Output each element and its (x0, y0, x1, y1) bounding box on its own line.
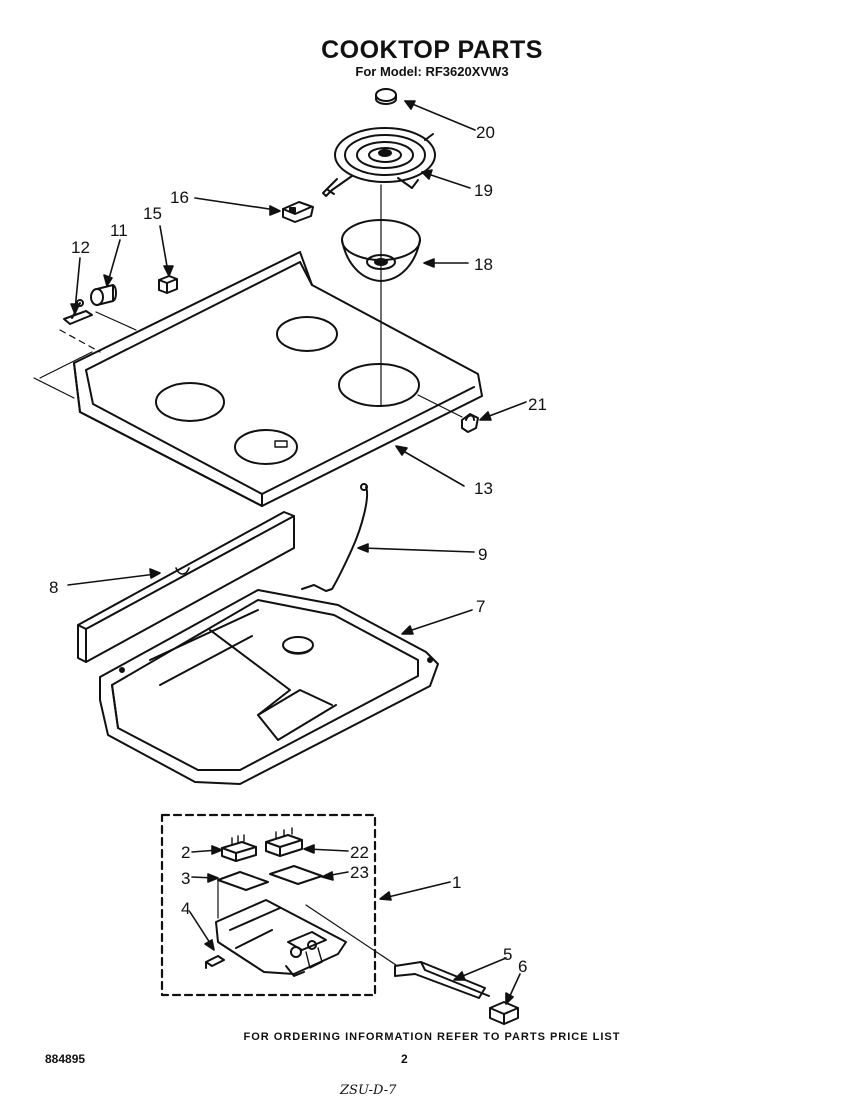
part-5-cord (394, 961, 490, 999)
part-16-terminal-block (282, 201, 314, 223)
part-22-switch (265, 827, 303, 857)
part-3-insulator (217, 871, 269, 891)
callout-9: 9 (478, 545, 487, 564)
callout-21: 21 (528, 395, 547, 414)
callout-6: 6 (518, 957, 527, 976)
callout-7: 7 (476, 597, 485, 616)
callout-11: 11 (110, 221, 128, 240)
callout-13: 13 (474, 479, 493, 498)
handwritten-code: ZSU-D-7 (340, 1083, 397, 1098)
ordering-note: FOR ORDERING INFORMATION REFER TO PARTS … (243, 1031, 621, 1043)
callout-15: 15 (143, 204, 162, 223)
callout-22: 22 (350, 843, 369, 862)
callout-5: 5 (503, 945, 512, 964)
callout-labels: 20 19 16 18 15 11 12 21 13 9 8 7 2 22 3 … (49, 123, 547, 976)
leader-dashed (59, 329, 101, 353)
part-15-clip (158, 275, 178, 294)
callout-19: 19 (474, 181, 493, 200)
part-23-insulator (269, 865, 323, 885)
leader-21-dash (417, 394, 463, 418)
part-11-socket (90, 284, 117, 306)
callout-3: 3 (181, 869, 190, 888)
page-number: 2 (401, 1052, 408, 1066)
part-2-switch (221, 834, 257, 862)
model-subtitle: For Model: RF3620XVW3 (355, 64, 509, 79)
part-7-burner-box (99, 589, 439, 785)
wire-line (95, 311, 137, 331)
page-title: COOKTOP PARTS (321, 36, 543, 64)
part-6-terminal (489, 1001, 519, 1025)
callout-16: 16 (170, 188, 189, 207)
leader-5-line (305, 904, 397, 966)
doc-number: 884895 (45, 1052, 86, 1066)
callout-12: 12 (71, 238, 90, 257)
part-9-rod (301, 483, 368, 592)
callout-1: 1 (452, 873, 461, 892)
part-21-clip (461, 413, 479, 433)
part-8-front-strip (77, 511, 295, 663)
callout-18: 18 (474, 255, 493, 274)
part-13-cooktop (33, 251, 483, 507)
part-1-control-bracket (215, 899, 347, 977)
callout-2: 2 (181, 843, 190, 862)
leader-lines (67, 100, 527, 1005)
control-assembly-box (160, 813, 377, 997)
part-4-insulator (205, 955, 225, 969)
part-20-cap (375, 88, 397, 105)
callout-20: 20 (476, 123, 495, 142)
part-19-surface-element (322, 127, 436, 197)
callout-4: 4 (181, 899, 190, 918)
callout-23: 23 (350, 863, 369, 882)
callout-8: 8 (49, 578, 58, 597)
